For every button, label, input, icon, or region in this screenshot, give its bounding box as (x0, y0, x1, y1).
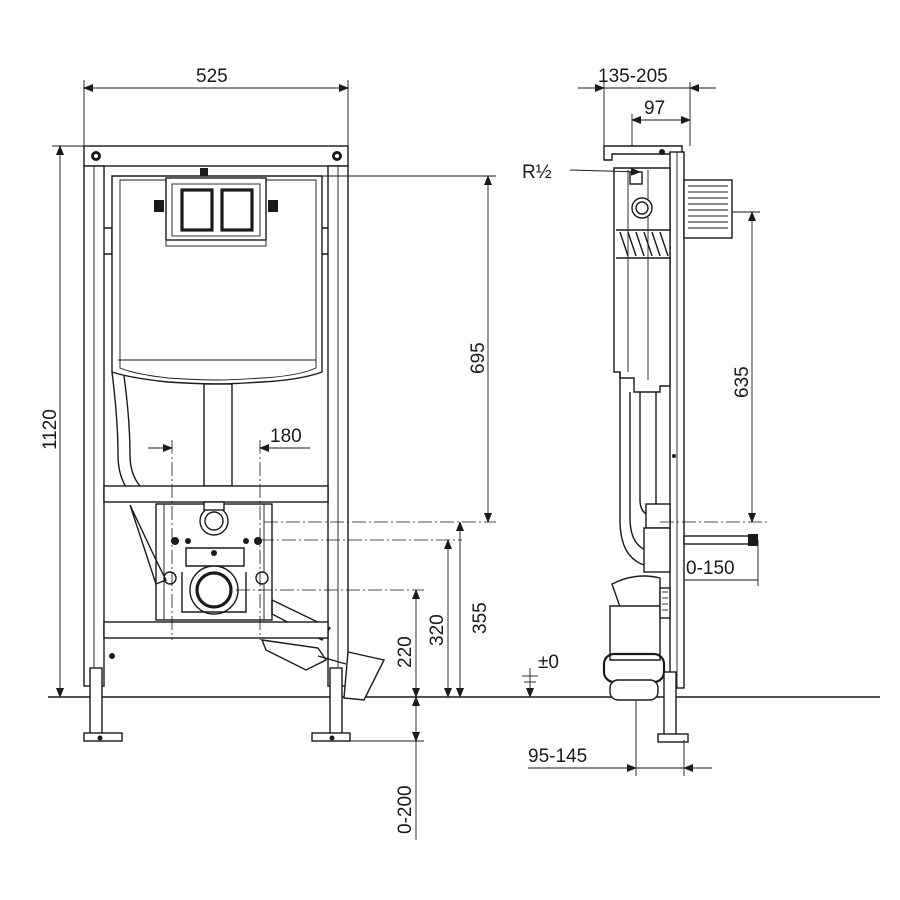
thread-r-half-label: R½ (522, 162, 552, 183)
floor-level-label: ±0 (538, 652, 559, 673)
dim-635-label: 635 (732, 366, 753, 398)
front-dimensions (52, 80, 496, 840)
dim-180-label: 180 (270, 426, 302, 447)
side-dimensions (522, 82, 770, 776)
dim-135-205-label: 135-205 (598, 66, 668, 87)
dim-0-200-label: 0-200 (395, 785, 416, 834)
dim-1120-label: 1120 (40, 409, 61, 450)
dim-355-label: 355 (470, 602, 491, 634)
dim-320-label: 320 (427, 614, 448, 646)
side-view (602, 145, 758, 743)
dim-97-label: 97 (644, 98, 665, 119)
front-view (83, 145, 386, 742)
side-dimension-labels: 135-205 97 R½ 635 0-150 ±0 95-145 (522, 66, 753, 767)
dim-95-145-label: 95-145 (528, 746, 587, 767)
dim-0-150-label: 0-150 (686, 558, 735, 579)
front-dimension-labels: 525 1120 695 180 355 320 220 0-200 (40, 66, 491, 834)
dim-220-label: 220 (395, 636, 416, 668)
dim-695-label: 695 (468, 342, 489, 374)
dim-525-label: 525 (196, 66, 228, 87)
